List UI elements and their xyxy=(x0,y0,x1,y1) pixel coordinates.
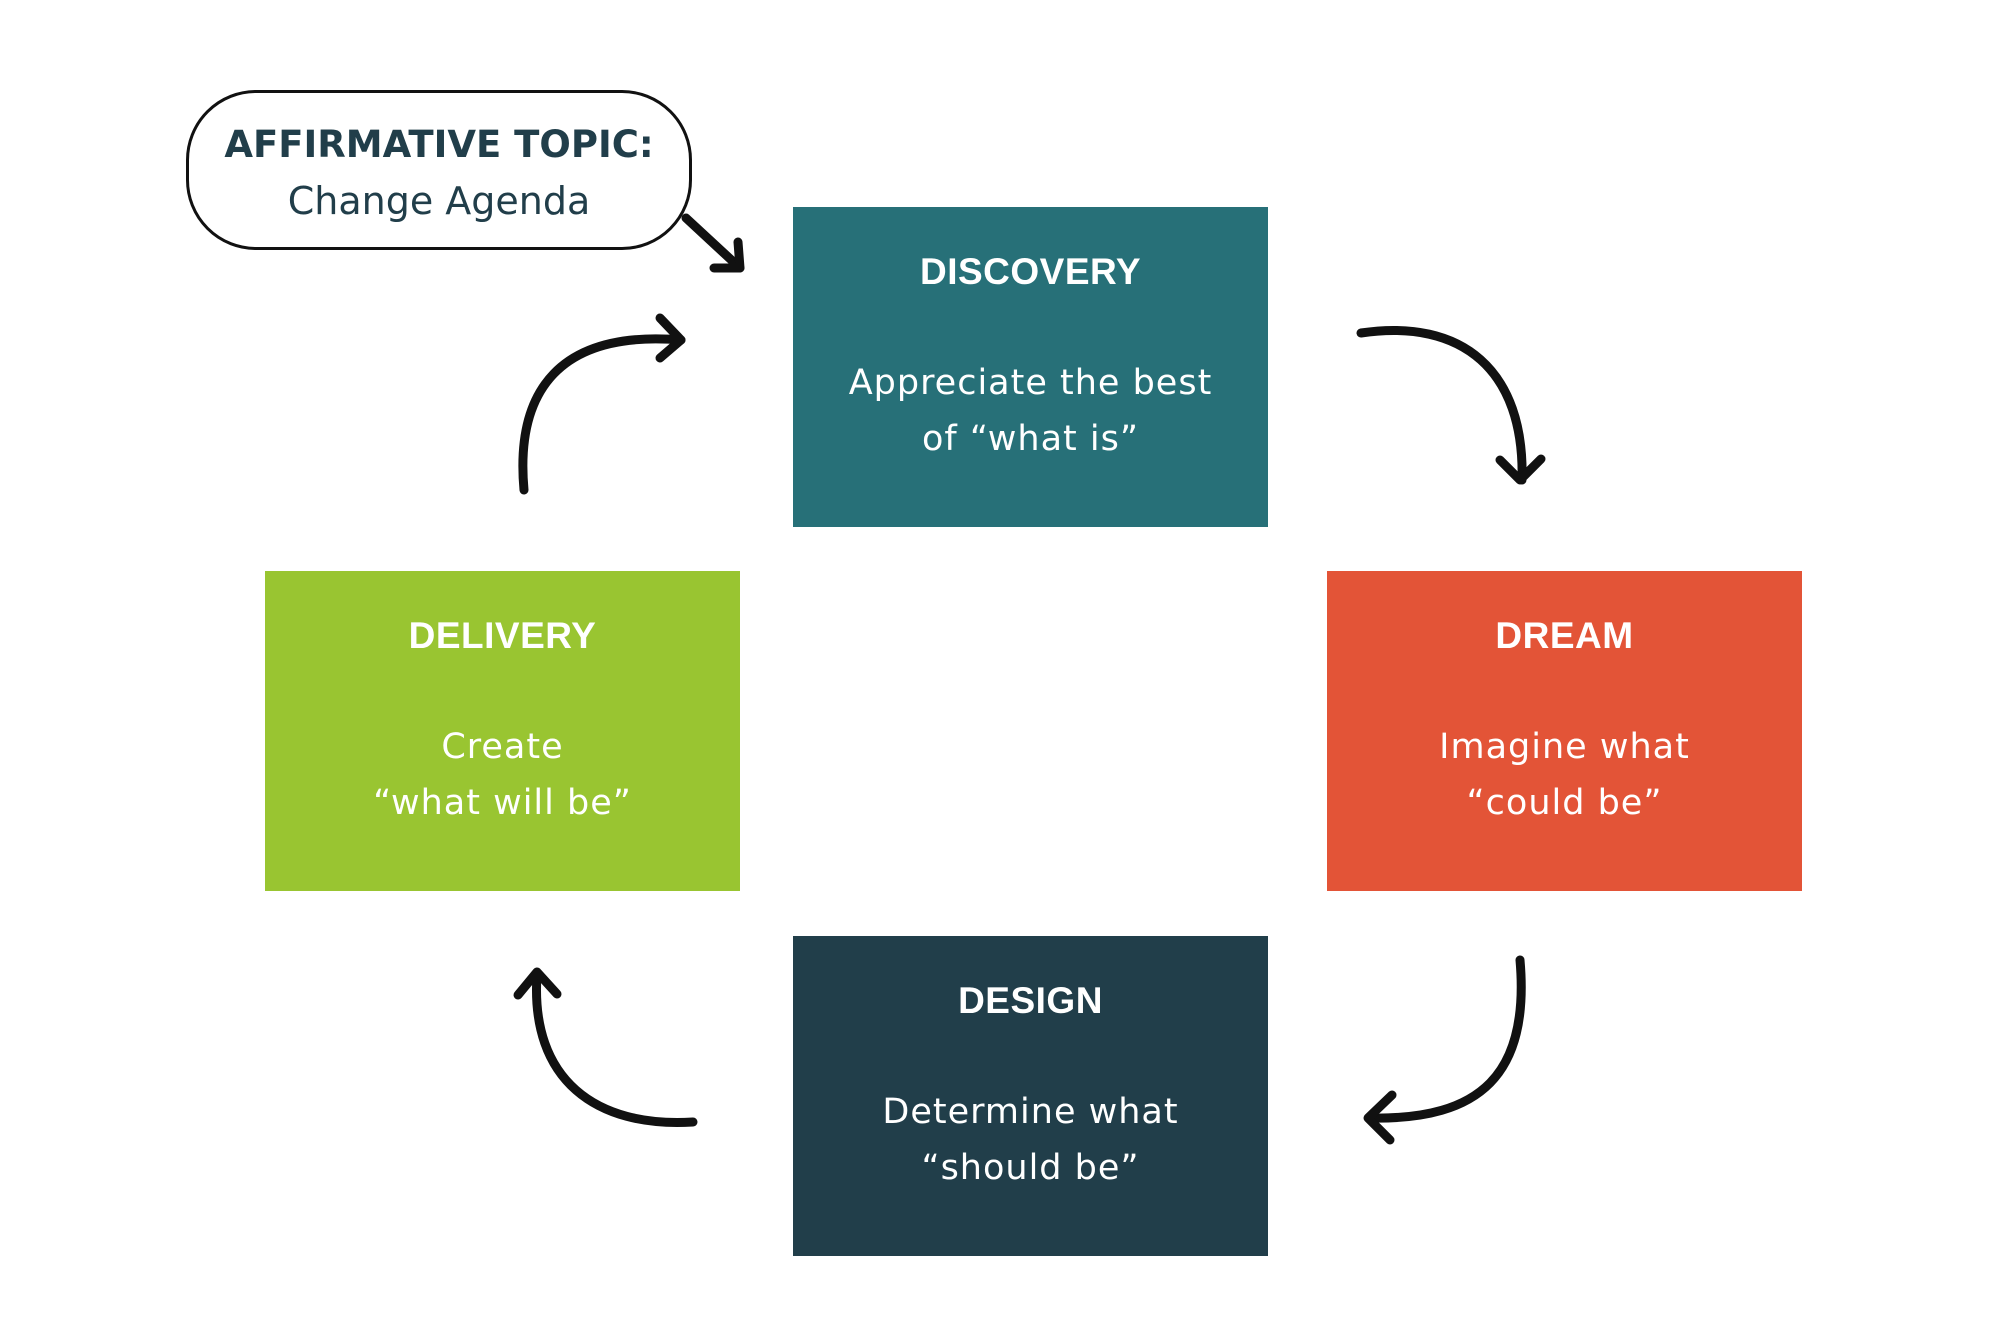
discovery-line-1: Appreciate the best xyxy=(848,363,1213,403)
design-line-1: Determine what xyxy=(882,1092,1179,1132)
discovery-description: Appreciate the best of “what is” xyxy=(813,355,1248,467)
discovery-title: DISCOVERY xyxy=(919,251,1142,292)
dream-title: DREAM xyxy=(1495,615,1634,656)
arrow-dream-to-design xyxy=(1366,955,1526,1123)
callout-pointer-arrowhead xyxy=(709,237,745,273)
delivery-box: DELIVERY Create “what will be” xyxy=(265,571,740,891)
arrowhead-design-to-delivery xyxy=(513,967,562,1000)
arrow-delivery-to-discovery xyxy=(518,334,686,495)
discovery-box: DISCOVERY Appreciate the best of “what i… xyxy=(793,207,1268,527)
design-description: Determine what “should be” xyxy=(813,1084,1248,1196)
arrow-discovery-to-dream xyxy=(1356,325,1527,485)
callout-title: AFFIRMATIVE TOPIC: xyxy=(224,123,654,166)
design-title: DESIGN xyxy=(958,980,1103,1021)
dream-description: Imagine what “could be” xyxy=(1347,719,1782,831)
delivery-line-1: Create xyxy=(441,727,564,767)
design-line-2: “should be” xyxy=(921,1148,1140,1188)
arrow-design-to-delivery xyxy=(532,970,698,1127)
discovery-line-2: of “what is” xyxy=(922,419,1139,459)
callout-subtitle: Change Agenda xyxy=(287,179,591,223)
delivery-line-2: “what will be” xyxy=(373,783,632,823)
dream-line-1: Imagine what xyxy=(1439,727,1690,767)
arrowhead-discovery-to-dream xyxy=(1495,454,1546,485)
design-box: DESIGN Determine what “should be” xyxy=(793,936,1268,1256)
delivery-description: Create “what will be” xyxy=(285,719,720,831)
dream-box: DREAM Imagine what “could be” xyxy=(1327,571,1802,891)
arrowhead-dream-to-design xyxy=(1363,1090,1397,1145)
delivery-title: DELIVERY xyxy=(408,615,597,656)
callout-pointer-arrow xyxy=(681,213,745,273)
dream-line-2: “could be” xyxy=(1466,783,1663,823)
affirmative-topic-callout: AFFIRMATIVE TOPIC: Change Agenda xyxy=(186,90,692,250)
arrowhead-delivery-to-discovery xyxy=(655,313,686,363)
